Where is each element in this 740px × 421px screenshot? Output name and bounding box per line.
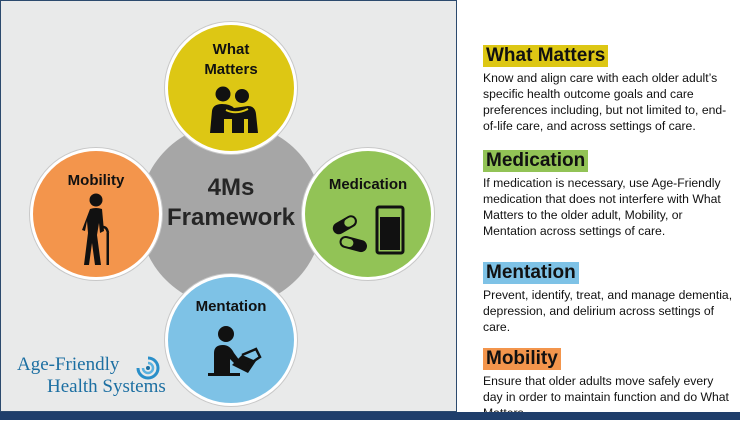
pills-and-water-glass-icon [332,205,405,255]
bottom-border-bar [0,412,740,420]
what-matters-description: Know and align care with each older adul… [483,71,727,133]
two-people-hugging-icon [210,86,258,133]
what-matters-heading: What Matters [483,45,609,67]
mentation-description: Prevent, identify, treat, and manage dem… [483,288,733,334]
center-title-line1: 4Ms [207,174,255,201]
mentation-section: Mentation Prevent, identify, treat, and … [483,262,733,335]
center-title-line2: Framework [166,204,296,231]
walking-person-icon [82,193,110,265]
person-reading-icon [208,326,262,376]
mobility-circle: Mobility [30,148,162,280]
mobility-label: Mobility [67,172,125,189]
what-matters-section: What Matters Know and align care with ea… [483,45,733,134]
mentation-heading: Mentation [483,262,579,284]
medication-section: Medication If medication is necessary, u… [483,150,733,239]
medication-heading: Medication [483,150,589,172]
mobility-section: Mobility Ensure that older adults move s… [483,348,733,421]
what-matters-label-line1: What [212,41,250,58]
what-matters-circle: What Matters [165,22,297,154]
mentation-circle: Mentation [165,274,297,406]
medication-label: Medication [328,176,408,193]
swirl-logo-icon [136,356,160,380]
4ms-diagram-panel: 4Ms Framework What Matters Medication [0,0,457,412]
medication-circle: Medication [302,148,434,280]
logo-text-line1: Age-Friendly [17,354,120,375]
what-matters-label-line2: Matters [204,61,258,78]
mentation-label: Mentation [195,298,267,315]
diagram-center-title: 4Ms Framework [151,173,311,233]
mobility-heading: Mobility [483,348,561,370]
logo-text-line2: Health Systems [47,376,166,397]
medication-description: If medication is necessary, use Age-Frie… [483,176,721,238]
